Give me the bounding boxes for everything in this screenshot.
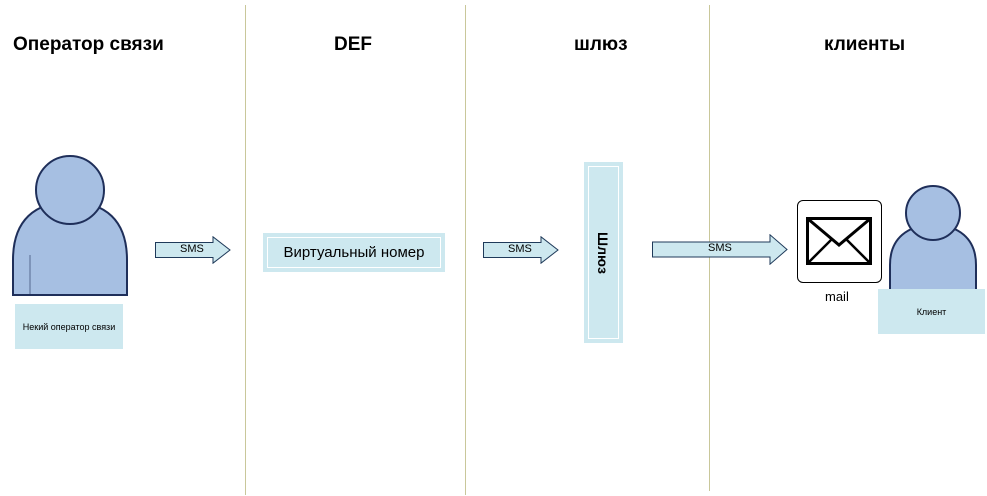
sms-arrow-3-label: SMS — [708, 242, 732, 254]
gateway-label: Шлюз — [595, 232, 611, 274]
lane-header-def: DEF — [334, 34, 372, 55]
gateway-box-inner — [588, 166, 619, 339]
gateway-box — [584, 162, 623, 343]
sms-arrow-2-label: SMS — [508, 243, 532, 255]
virtual-number-label: Виртуальный номер — [267, 237, 441, 268]
sms-arrow-2 — [483, 236, 559, 264]
sms-arrow-1-label: SMS — [180, 243, 204, 255]
client-person-icon — [889, 185, 977, 294]
lane-divider-1 — [245, 5, 246, 495]
lane-header-gateway: шлюз — [574, 34, 628, 55]
mail-label: mail — [825, 289, 849, 304]
sms-arrow-1 — [155, 236, 231, 264]
virtual-number-box — [263, 233, 445, 272]
mail-envelope-icon — [806, 217, 872, 265]
operator-person-icon — [12, 155, 128, 296]
client-label: Клиент — [878, 289, 985, 334]
sms-arrow-3 — [652, 234, 788, 265]
lane-divider-2 — [465, 5, 466, 495]
operator-label: Некий оператор связи — [15, 304, 123, 349]
lane-header-clients: клиенты — [824, 34, 906, 55]
lane-header-operator: Оператор связи — [13, 34, 164, 55]
